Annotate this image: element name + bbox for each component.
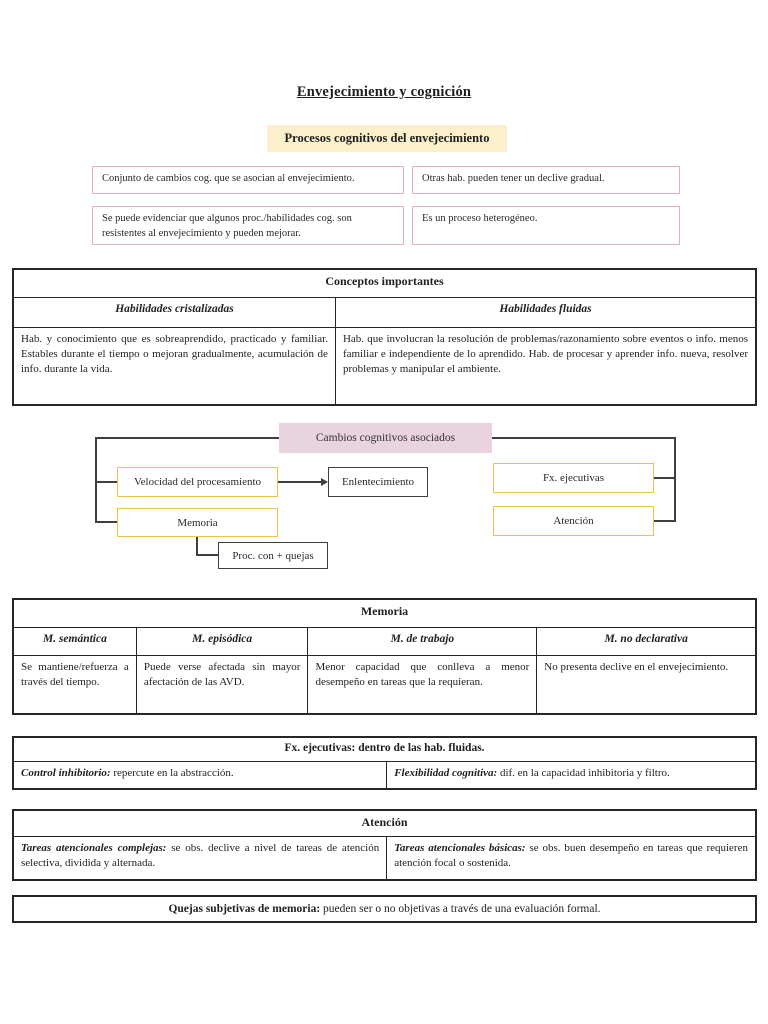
table-cell: Se mantiene/refuerza a través del tiempo… bbox=[12, 654, 137, 715]
connector-line bbox=[674, 437, 676, 522]
column-header: M. semántica bbox=[12, 626, 137, 656]
conceptos-table: Conceptos importantes Habilidades crista… bbox=[12, 268, 757, 406]
table-cell: Puede verse afectada sin mayor afectació… bbox=[135, 654, 309, 715]
cell-text: se obs. declive a nivel de tareas de ate… bbox=[21, 841, 380, 869]
quejas-body: pueden ser o no objetivas a través de un… bbox=[320, 903, 601, 915]
table-cell: Hab. que involucran la resolución de pro… bbox=[334, 326, 757, 406]
connector-line bbox=[654, 520, 674, 522]
table-title-text: dentro de las hab. fluidas. bbox=[355, 742, 485, 754]
cell-text: se obs. buen desempeño en tareas que req… bbox=[394, 841, 748, 869]
table-title: Fx. ejecutivas: dentro de las hab. fluid… bbox=[12, 736, 757, 762]
connector-line bbox=[95, 437, 279, 439]
fx-ejecutivas-table: Fx. ejecutivas: dentro de las hab. fluid… bbox=[12, 736, 757, 790]
table-title: Memoria bbox=[12, 598, 757, 628]
cell-label: Control inhibitorio: bbox=[21, 766, 111, 779]
connector-line bbox=[95, 521, 117, 523]
cell-text: repercute en la abstracción. bbox=[110, 766, 234, 779]
cell-label: Tareas atencionales complejas: bbox=[21, 841, 167, 854]
cell-text: dif. en la capacidad inhibitoria y filtr… bbox=[497, 766, 670, 779]
table-title: Atención bbox=[12, 809, 757, 837]
flowchart-node-enlentecimiento: Enlentecimiento bbox=[328, 467, 428, 497]
table-title-label: Fx. ejecutivas: bbox=[284, 742, 356, 754]
column-header: M. no declarativa bbox=[536, 626, 757, 656]
quejas-text: Quejas subjetivas de memoria: pueden ser… bbox=[168, 903, 600, 915]
intro-box: Se puede evidenciar que algunos proc./ha… bbox=[92, 206, 404, 245]
quejas-label: Quejas subjetivas de memoria: bbox=[168, 903, 321, 915]
connector-line bbox=[196, 537, 198, 556]
table-cell: Control inhibitorio: repercute en la abs… bbox=[12, 760, 388, 790]
arrowhead-icon bbox=[321, 478, 328, 486]
section-banner: Procesos cognitivos del envejecimiento bbox=[267, 125, 507, 152]
flowchart-node-fx-ejecutivas: Fx. ejecutivas bbox=[493, 463, 654, 493]
flowchart-node-velocidad: Velocidad del procesamiento bbox=[117, 467, 278, 497]
intro-box: Otras hab. pueden tener un declive gradu… bbox=[412, 166, 680, 194]
table-cell: Flexibilidad cognitiva: dif. en la capac… bbox=[386, 760, 757, 790]
table-cell: Hab. y conocimiento que es sobreaprendid… bbox=[12, 326, 336, 406]
table-title: Conceptos importantes bbox=[12, 268, 757, 298]
flowchart-node-proc-quejas: Proc. con + quejas bbox=[218, 542, 328, 569]
flowchart-node-atencion: Atención bbox=[493, 506, 654, 536]
intro-box: Es un proceso heterogéneo. bbox=[412, 206, 680, 245]
cell-label: Flexibilidad cognitiva: bbox=[394, 766, 498, 779]
connector-line bbox=[654, 477, 674, 479]
column-header: M. episódica bbox=[135, 626, 309, 656]
table-cell: Menor capacidad que conlleva a menor des… bbox=[307, 654, 538, 715]
intro-box: Conjunto de cambios cog. que se asocian … bbox=[92, 166, 404, 194]
flowchart-root-node: Cambios cognitivos asociados bbox=[279, 423, 492, 453]
memoria-table: Memoria M. semántica M. episódica M. de … bbox=[12, 598, 757, 715]
connector-line bbox=[95, 437, 97, 523]
cognitive-changes-flowchart: Cambios cognitivos asociados Velocidad d… bbox=[0, 420, 768, 585]
table-cell: Tareas atencionales básicas: se obs. bue… bbox=[386, 835, 757, 881]
column-header: Habilidades fluidas bbox=[334, 296, 757, 328]
document-title: Envejecimiento y cognición bbox=[296, 84, 472, 100]
connector-line bbox=[196, 554, 218, 556]
quejas-box: Quejas subjetivas de memoria: pueden ser… bbox=[12, 895, 757, 923]
table-cell: Tareas atencionales complejas: se obs. d… bbox=[12, 835, 388, 881]
cell-label: Tareas atencionales básicas: bbox=[394, 841, 526, 854]
column-header: M. de trabajo bbox=[307, 626, 538, 656]
atencion-table: Atención Tareas atencionales complejas: … bbox=[12, 809, 757, 881]
connector-line bbox=[278, 481, 322, 483]
column-header: Habilidades cristalizadas bbox=[12, 296, 336, 328]
table-cell: No presenta declive en el envejecimiento… bbox=[536, 654, 757, 715]
flowchart-node-memoria: Memoria bbox=[117, 508, 278, 537]
connector-line bbox=[492, 437, 675, 439]
intro-boxes-group: Conjunto de cambios cog. que se asocian … bbox=[92, 166, 682, 246]
connector-line bbox=[95, 481, 117, 483]
